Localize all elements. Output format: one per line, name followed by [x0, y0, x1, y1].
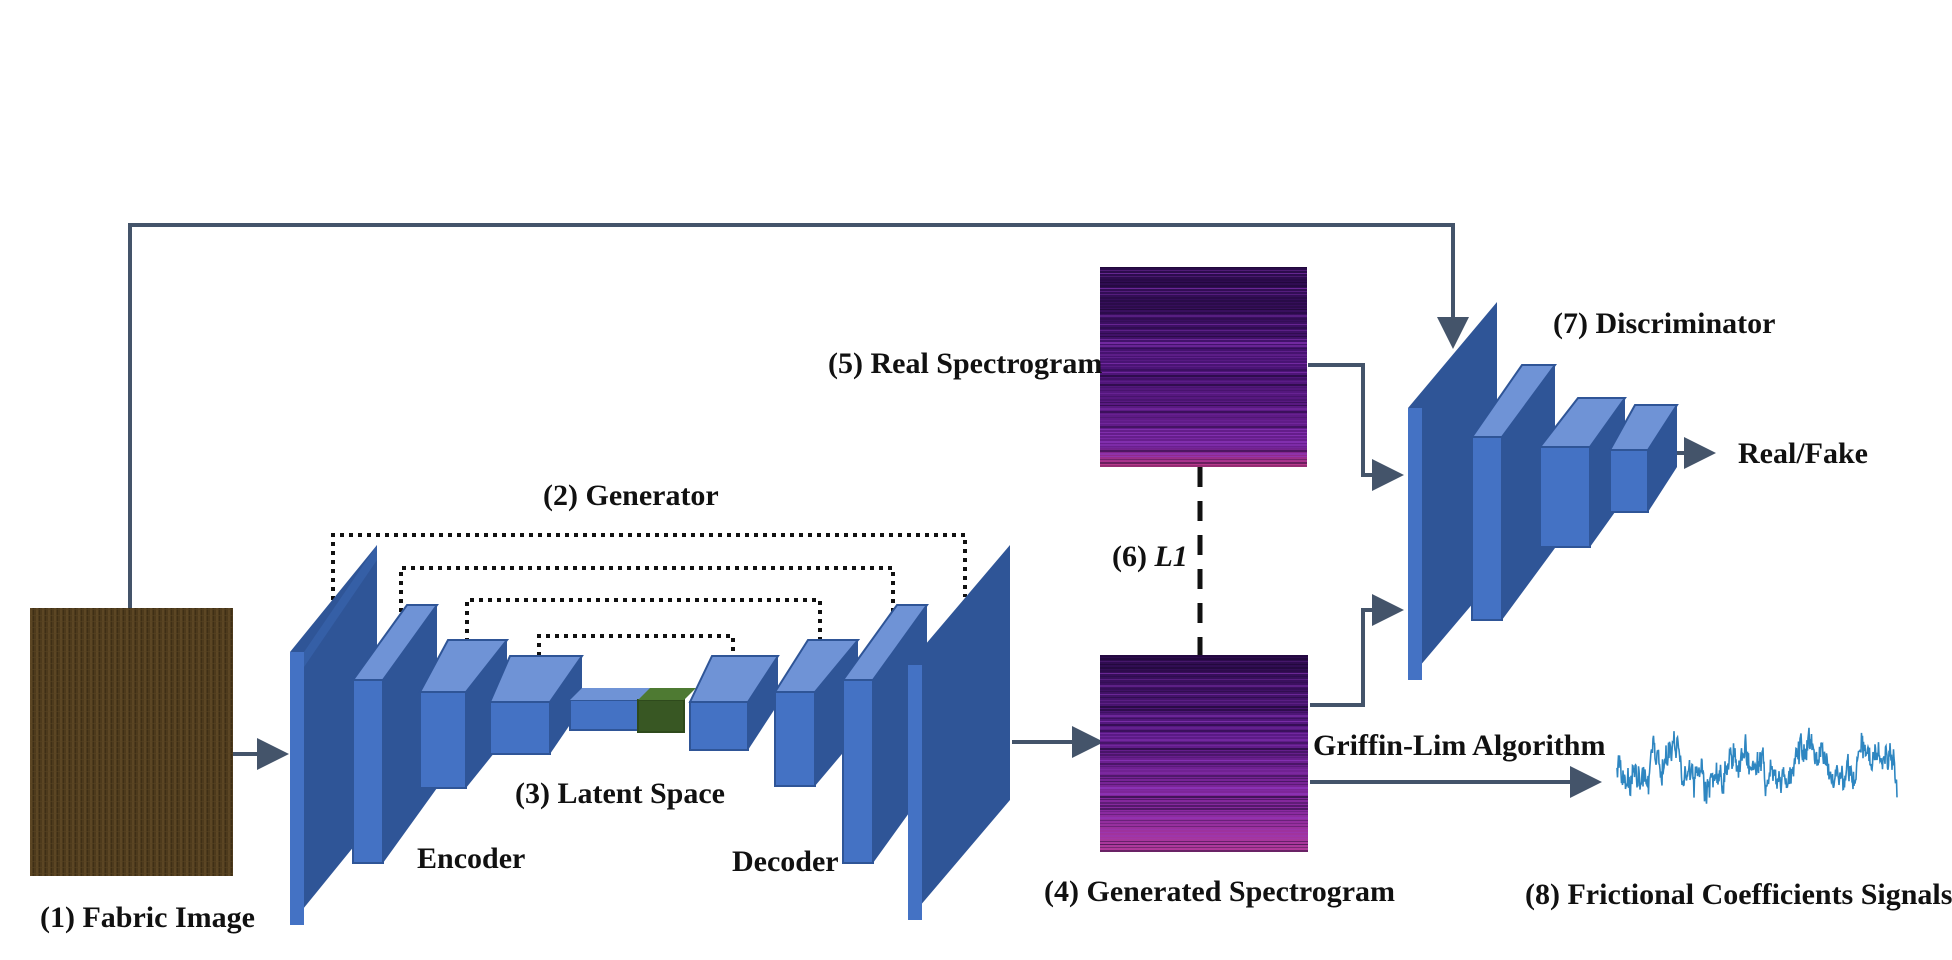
labels: (1) Fabric Image (2) Generator (3) Laten… — [40, 307, 1952, 934]
griffin-lim-label: Griffin-Lim Algorithm — [1313, 729, 1605, 762]
skip-connection-2 — [399, 566, 895, 630]
fabric-image-label: (1) Fabric Image — [40, 901, 255, 934]
frictional-signals-label: (8) Frictional Coefficients Signals — [1525, 878, 1952, 911]
real-spectrogram-image — [1100, 267, 1307, 467]
real-fake-label: Real/Fake — [1738, 437, 1868, 470]
generator-network — [290, 545, 1010, 925]
l1-label: (6) L1 — [1112, 540, 1188, 573]
discriminator-block-4 — [1608, 404, 1679, 513]
skip-connection-1 — [331, 533, 967, 600]
encoder-block-4 — [488, 655, 584, 755]
decoder-label: Decoder — [732, 845, 839, 878]
latent-bar-left — [569, 688, 652, 731]
encoder-block-2 — [351, 604, 439, 864]
generated-spectrogram-to-discriminator-arrow — [1310, 594, 1404, 707]
discriminator-block-2 — [1470, 364, 1557, 621]
generator-label: (2) Generator — [543, 479, 719, 512]
fabric-image — [30, 608, 233, 876]
frictional-signal-waveform — [1616, 727, 1898, 804]
skip-connection-3 — [465, 598, 822, 660]
decoder-block-1 — [688, 655, 780, 751]
real-spectrogram-to-discriminator-arrow — [1308, 363, 1404, 491]
encoder-label: Encoder — [417, 842, 525, 875]
l1-term: L1 — [1153, 540, 1187, 573]
l1-prefix: (6) — [1112, 540, 1154, 573]
connectors — [128, 223, 1716, 798]
fabric-to-discriminator-arrow — [128, 223, 1469, 608]
real-spectrogram-label: (5) Real Spectrogram — [828, 347, 1102, 380]
generated-spectrogram-label: (4) Generated Spectrogram — [1044, 875, 1395, 908]
generated-spectrogram-image — [1100, 655, 1308, 852]
discriminator-label: (7) Discriminator — [1553, 307, 1775, 340]
encoder-block-3 — [418, 639, 510, 789]
latent-space-label: (3) Latent Space — [515, 777, 725, 810]
decoder-block-4 — [908, 545, 1010, 920]
latent-space-core — [637, 688, 696, 733]
discriminator-network — [1408, 302, 1679, 680]
